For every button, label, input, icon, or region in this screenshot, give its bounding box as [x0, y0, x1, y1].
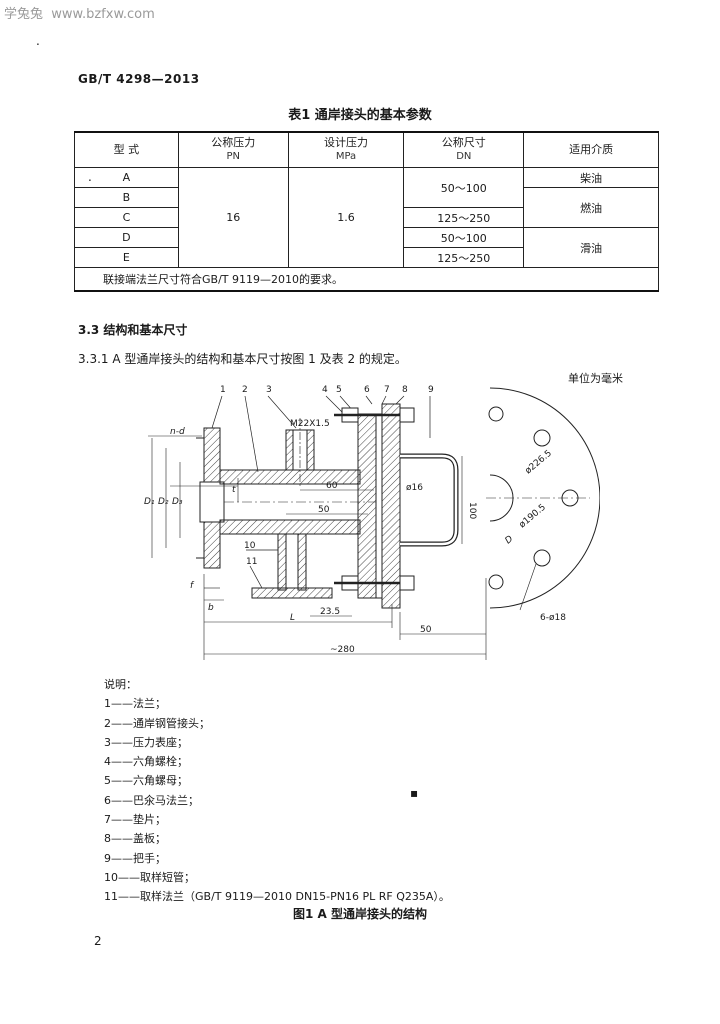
legend-item: 10——取样短管； [104, 870, 195, 884]
table-title: 表1 通岸接头的基本参数 [288, 108, 432, 123]
thread-label: M22X1.5 [290, 419, 330, 429]
type-cell: C [74, 207, 179, 228]
dim-t: t [232, 485, 236, 495]
table-row: E 125～250 [74, 247, 659, 268]
table-note: 联接端法兰尺寸符合GB/T 9119—2010的要求。 [74, 267, 659, 292]
speck-dot: . [36, 34, 40, 48]
type-cell: D [74, 227, 179, 248]
callout-4: 4 [322, 385, 328, 395]
handle [400, 453, 459, 547]
legend-item: 4——六角螺栓； [104, 755, 188, 769]
figure-caption: 图1 A 型通岸接头的结构 [293, 907, 427, 921]
dim-280: ~280 [330, 645, 355, 655]
legend-item: 8——盖板； [104, 832, 166, 846]
structure-drawing: 1 2 3 4 5 6 7 8 9 10 11 M22X1.5 n-d D₁ D… [144, 385, 600, 660]
main-pipe-top [219, 469, 361, 485]
bolt-hole [561, 489, 579, 507]
bore-D: D [504, 534, 516, 546]
sample-flange [251, 587, 333, 599]
dim-23-5: 23.5 [320, 607, 340, 617]
callout-8: 8 [402, 385, 408, 395]
dim-b: b [208, 603, 214, 613]
legend-item: 11——取样法兰（GB/T 9119—2010 DN15-PN16 PL RF … [104, 890, 450, 904]
callout-leaders [211, 395, 431, 589]
col-header-type: 型 式 [74, 131, 179, 168]
standard-code: GB/T 4298—2013 [78, 72, 200, 86]
dn-cell: 125～250 [403, 247, 525, 268]
mpa-cell: 1.6 [287, 167, 405, 268]
holes-label: 6-ø18 [540, 613, 566, 623]
dim-d3: D₃ [172, 497, 183, 507]
dimension-lines [148, 435, 487, 660]
callout-11: 11 [246, 557, 257, 567]
dim-d1: D₁ [144, 497, 155, 507]
table-note-row: 联接端法兰尺寸符合GB/T 9119—2010的要求。 [74, 267, 659, 292]
dn-cell: 50～100 [403, 167, 525, 208]
section-heading: 3.3 结构和基本尺寸 [78, 323, 188, 337]
bolt-hole [533, 429, 551, 447]
unit-note: 单位为毫米 [568, 372, 623, 385]
watermark: 学兔兔 www.bzfxw.com [4, 7, 155, 22]
legend-item: 6——巴氽马法兰； [104, 793, 199, 807]
legend-item: 1——法兰； [104, 697, 166, 711]
dim-d2: D₂ [158, 497, 169, 507]
callout-3: 3 [266, 385, 272, 395]
bayonet-flange [357, 413, 377, 599]
legend-item: 2——通岸钢管接头； [104, 716, 210, 730]
legend-item: 3——压力表座； [104, 735, 188, 749]
pn-cell: 16 [177, 167, 289, 268]
callout-9: 9 [428, 385, 434, 395]
dn-cell: 125～250 [403, 207, 525, 228]
dim-50b: 50 [420, 625, 432, 635]
medium-cell: 柴油 [523, 167, 659, 188]
bolt-hole [488, 406, 504, 422]
callout-1: 1 [220, 385, 226, 395]
flange-outline [489, 387, 600, 609]
pcd-226-5: ø226.5 [524, 449, 554, 477]
callout-6: 6 [364, 385, 370, 395]
main-pipe-bottom [219, 519, 361, 535]
sample-pipe [277, 533, 287, 591]
speck-dot: . [88, 170, 92, 184]
legend-item: 9——把手； [104, 851, 166, 865]
dim-60: 60 [326, 481, 338, 491]
dim-50a: 50 [318, 505, 330, 515]
table-row: A 16 1.6 50～100 柴油 [74, 167, 659, 268]
legend-item: 7——垫片； [104, 813, 166, 827]
callout-7: 7 [384, 385, 390, 395]
dim-f: f [190, 581, 195, 591]
table-row: B 燃油 [74, 187, 659, 228]
cover-plate [381, 403, 401, 609]
bolt-hole [533, 549, 551, 567]
col-header-medium: 适用介质 [523, 131, 659, 168]
section-paragraph: 3.3.1 A 型通岸接头的结构和基本尺寸按图 1 及表 2 的规定。 [78, 352, 407, 366]
dim-phi16: ø16 [406, 483, 423, 493]
callout-10: 10 [244, 541, 256, 551]
medium-cell: 燃油 [523, 187, 659, 228]
page-number: 2 [94, 934, 102, 948]
type-cell: E [74, 247, 179, 268]
dim-nd: n-d [170, 427, 185, 437]
table-row: D 50～100 滑油 [74, 227, 659, 268]
type-cell: B [74, 187, 179, 208]
dn-cell: 50～100 [403, 227, 525, 248]
bolt-hole [488, 574, 504, 590]
medium-cell: 滑油 [523, 227, 659, 268]
dim-L: L [290, 613, 295, 623]
pcd-190-5: ø190.5 [518, 503, 548, 531]
speck-dot: ▪ [410, 786, 419, 800]
legend-item: 5——六角螺母； [104, 774, 188, 788]
legend: 说明： 1——法兰； 2——通岸钢管接头； 3——压力表座； 4——六角螺栓； … [104, 675, 450, 907]
callout-5: 5 [336, 385, 342, 395]
callout-2: 2 [242, 385, 248, 395]
legend-title: 说明： [104, 678, 137, 691]
dim-100: 100 [467, 502, 477, 519]
